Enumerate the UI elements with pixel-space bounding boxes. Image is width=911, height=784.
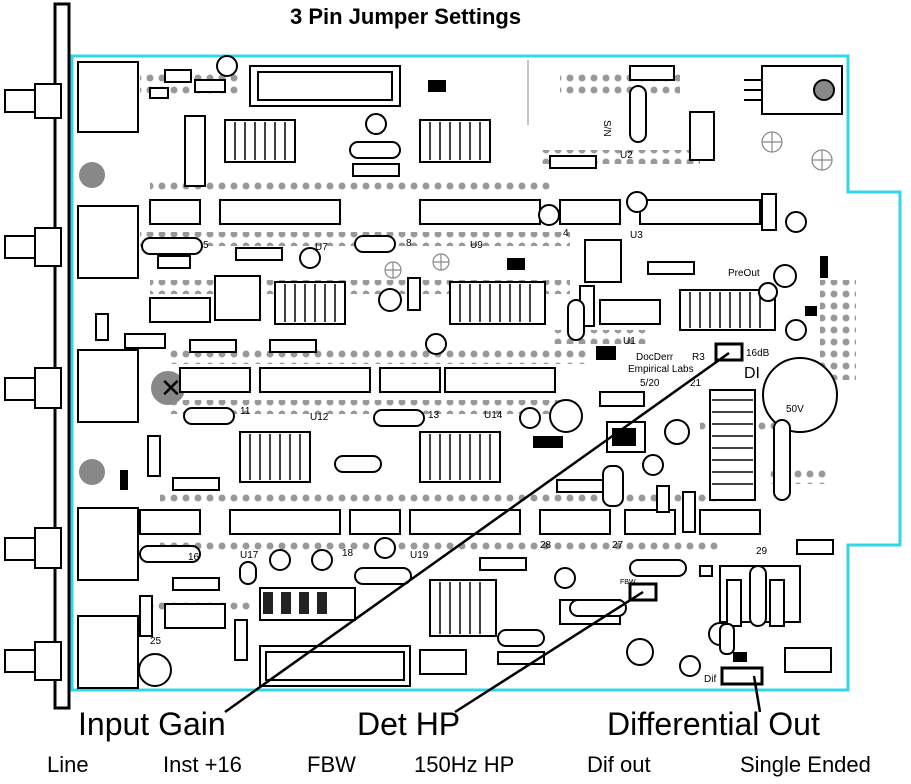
ovals [139, 85, 791, 655]
label-u19: U19 [410, 550, 429, 561]
label-5: 5 [203, 240, 209, 251]
label-25: 25 [150, 636, 162, 647]
svg-text:✕: ✕ [160, 374, 182, 404]
label-29: 29 [756, 546, 768, 557]
label-16db: 16dB [746, 348, 770, 359]
option-line: Line [47, 752, 89, 777]
label-18: 18 [342, 548, 354, 559]
label-u12: U12 [310, 412, 329, 423]
label-u3: U3 [630, 230, 643, 241]
transistor [744, 65, 843, 115]
label-21: 21 [690, 378, 702, 389]
option-dif-out: Dif out [587, 752, 651, 777]
label-4: 4 [563, 228, 569, 239]
mount-holes [384, 131, 833, 279]
option-fbw: FBW [307, 752, 356, 777]
grey-knobs [79, 162, 185, 485]
chip-resistors [95, 65, 834, 675]
label-di: DI [744, 365, 760, 382]
label-sn: S/N [601, 120, 612, 137]
ic-chips [139, 65, 761, 687]
label-u9: U9 [470, 240, 483, 251]
label-27: 27 [612, 540, 624, 551]
label-u17: U17 [240, 550, 259, 561]
label-dif-small: Dif [704, 674, 716, 685]
option-150hz-hp: 150Hz HP [414, 752, 515, 777]
label-empirical: Empirical Labs [628, 364, 694, 375]
dark-parts [120, 80, 828, 662]
label-r3: R3 [692, 352, 705, 363]
label-50v: 50V [786, 404, 804, 415]
jumper-input-gain [714, 342, 744, 362]
label-16: 16 [188, 552, 200, 563]
callout-input-gain: Input Gain [78, 706, 226, 742]
capacitors [138, 55, 838, 687]
label-date: 5/20 [640, 378, 660, 389]
page-title: 3 Pin Jumper Settings [290, 4, 522, 29]
jacks [4, 61, 139, 689]
label-u14: U14 [484, 410, 503, 421]
label-8: 8 [406, 238, 412, 249]
label-11: 11 [240, 406, 251, 417]
label-docderr: DocDerr [636, 352, 674, 363]
option-inst16: Inst +16 [163, 752, 242, 777]
option-single-ended: Single Ended [740, 752, 871, 777]
label-u2: U2 [620, 150, 633, 161]
jumper-differential-out [720, 666, 764, 686]
callout-lines [224, 351, 762, 714]
callout-differential-out: Differential Out [607, 706, 820, 742]
callout-det-hp: Det HP [357, 706, 461, 742]
label-u7: U7 [315, 242, 328, 253]
label-u1: U1 [623, 336, 636, 347]
label-preout: PreOut [728, 268, 760, 279]
jumper-bank [263, 592, 327, 614]
label-28: 28 [540, 540, 552, 551]
label-13: 13 [428, 410, 440, 421]
label-fbw-small: FBW [620, 579, 636, 586]
board-text: U7 U9 U12 U14 U17 U19 U1 U2 U3 5 8 4 11 … [150, 120, 804, 685]
